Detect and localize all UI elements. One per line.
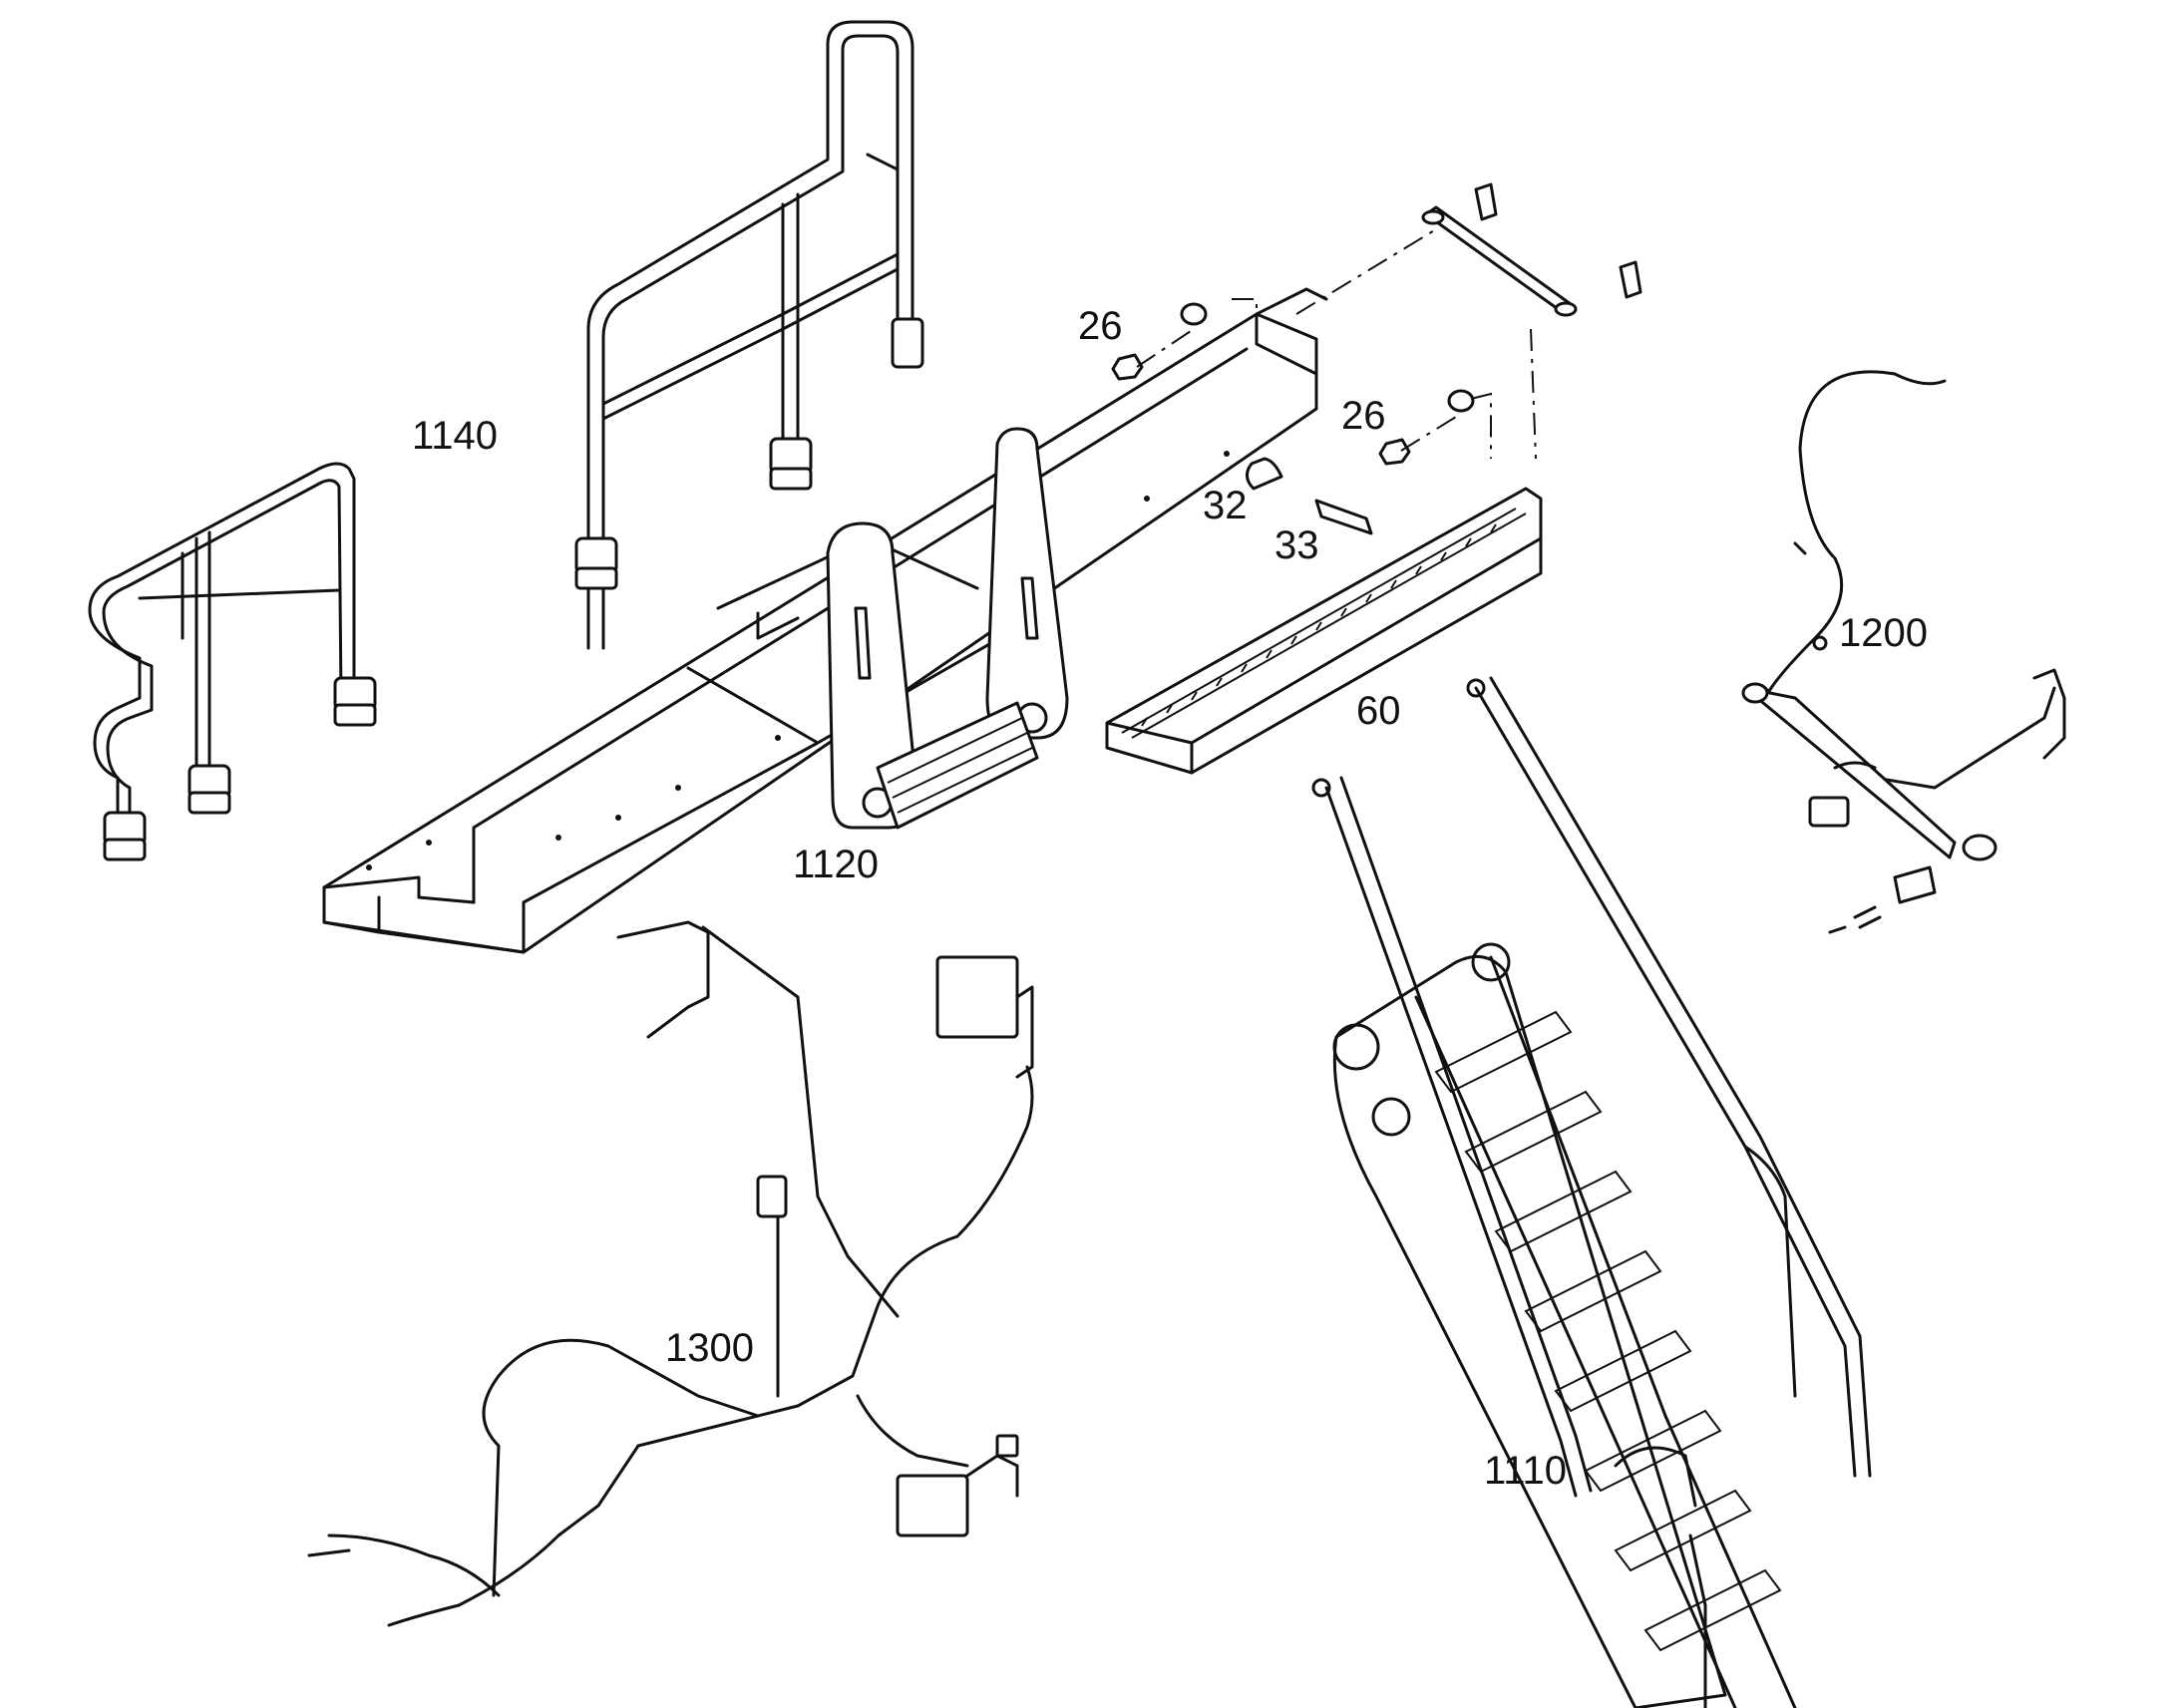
- callout-33: 33: [1274, 523, 1319, 567]
- callout-26-upper: 26: [1078, 304, 1123, 348]
- callout-26-lower: 26: [1341, 394, 1386, 438]
- callout-1200: 1200: [1839, 611, 1928, 655]
- grating-step: [1105, 287, 1543, 775]
- callout-1140: 1140: [412, 414, 498, 458]
- mounting-hardware: [1111, 182, 1642, 535]
- access-ladder: [1311, 676, 1872, 1708]
- control-module: [896, 1474, 969, 1537]
- wiring-harness: [307, 920, 1034, 1627]
- callout-1300: 1300: [665, 1326, 754, 1370]
- sensor-assembly: [1741, 370, 2066, 934]
- platform-uprights: [826, 427, 1069, 830]
- platform-step-grating: [876, 701, 1039, 830]
- platform-frame: [322, 312, 1318, 954]
- handrail-small: [88, 462, 377, 861]
- callout-1120: 1120: [793, 843, 879, 886]
- callout-1110: 1110: [1484, 1449, 1567, 1493]
- callout-32: 32: [1203, 484, 1248, 527]
- junction-box: [935, 955, 1019, 1039]
- callouts: 26 26 32 33 60 1110 1120 1140 1200 1300: [412, 304, 1928, 1493]
- handrail-large: [574, 20, 924, 650]
- callout-60: 60: [1356, 689, 1401, 733]
